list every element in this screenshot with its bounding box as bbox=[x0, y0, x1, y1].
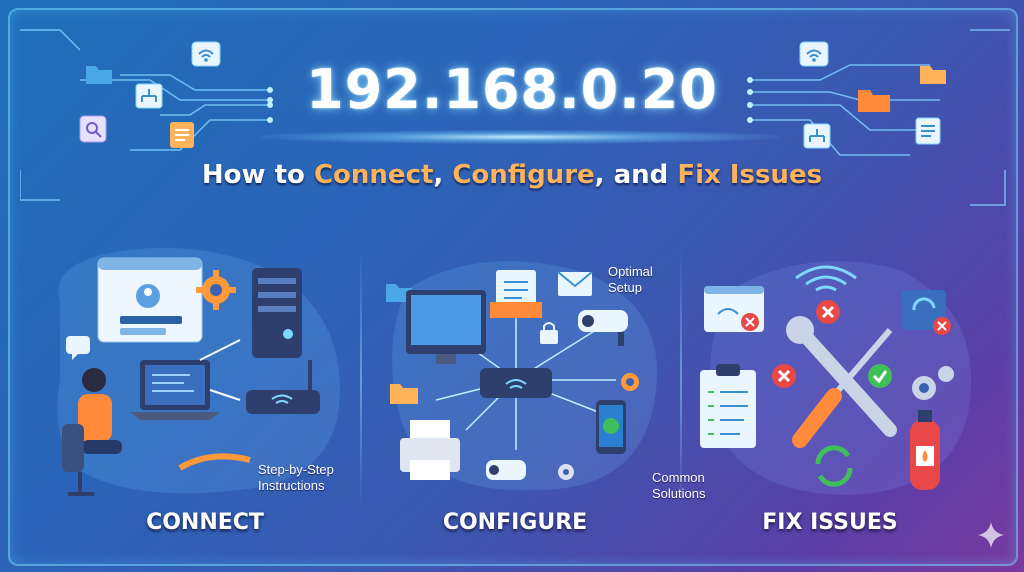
subtitle-text: , bbox=[433, 160, 453, 190]
circuit-left bbox=[20, 29, 273, 201]
configure-illustration bbox=[386, 261, 657, 491]
mail-icon bbox=[557, 271, 593, 296]
folder-icon bbox=[86, 66, 112, 84]
error-icon bbox=[816, 300, 840, 324]
title-glow bbox=[260, 130, 780, 144]
clipboard-icon bbox=[700, 364, 756, 448]
chat-icon bbox=[66, 336, 90, 360]
gear-icon bbox=[912, 366, 954, 400]
document-icon bbox=[170, 122, 194, 148]
connect-label: CONNECT bbox=[146, 510, 264, 535]
panel-divider bbox=[680, 250, 682, 510]
network-icon bbox=[135, 83, 163, 109]
check-icon bbox=[868, 364, 892, 388]
subtitle-fix: Fix Issues bbox=[677, 160, 823, 190]
person-icon bbox=[62, 368, 122, 496]
page-title: 192.168.0.20 bbox=[306, 58, 718, 121]
extinguisher-icon bbox=[910, 410, 940, 490]
gear-icon bbox=[196, 270, 236, 310]
wifi-icon bbox=[799, 41, 829, 67]
camera-icon bbox=[486, 460, 526, 480]
sparkle-icon bbox=[978, 522, 1004, 548]
refresh-window-icon bbox=[902, 290, 951, 335]
camera-icon bbox=[578, 310, 628, 346]
folder-icon bbox=[858, 90, 890, 112]
search-icon bbox=[79, 115, 107, 143]
connect-note: Step-by-Step Instructions bbox=[258, 462, 334, 493]
monitor-icon bbox=[406, 290, 486, 364]
gear-icon bbox=[621, 373, 639, 391]
router-icon bbox=[246, 360, 320, 414]
fix-illustration bbox=[700, 261, 972, 495]
page-subtitle: How to Connect, Configure, and Fix Issue… bbox=[0, 160, 1024, 190]
laptop-icon bbox=[130, 360, 220, 420]
connect-illustration bbox=[57, 247, 340, 496]
browser-window-icon bbox=[704, 286, 764, 332]
subtitle-text: How to bbox=[201, 160, 314, 190]
configure-note: Optimal Setup bbox=[608, 264, 653, 295]
configure-label: CONFIGURE bbox=[442, 510, 588, 535]
server-icon bbox=[252, 268, 302, 358]
subtitle-connect: Connect bbox=[313, 160, 434, 190]
document-icon bbox=[915, 117, 941, 145]
folder-icon bbox=[390, 384, 418, 404]
subtitle-text: , and bbox=[594, 160, 678, 190]
subtitle-configure: Configure bbox=[452, 160, 595, 190]
network-icon bbox=[803, 123, 831, 149]
browser-window-icon bbox=[97, 257, 203, 343]
wifi-icon bbox=[191, 41, 221, 67]
arrow-icon bbox=[178, 453, 251, 471]
error-icon bbox=[772, 364, 796, 388]
lock-icon bbox=[540, 322, 558, 344]
panel-divider bbox=[360, 250, 362, 510]
gear-icon bbox=[558, 464, 574, 480]
printer-icon bbox=[400, 420, 460, 480]
fix-label: FIX ISSUES bbox=[762, 510, 898, 535]
fix-note: Common Solutions bbox=[652, 470, 706, 501]
folder-icon bbox=[386, 284, 412, 302]
refresh-icon bbox=[815, 445, 853, 487]
outer-frame bbox=[8, 8, 1018, 566]
document-icon bbox=[490, 270, 542, 318]
wifi-icon bbox=[795, 265, 857, 292]
router-icon bbox=[480, 368, 552, 398]
folder-icon bbox=[920, 66, 946, 84]
phone-icon bbox=[596, 400, 626, 454]
circuit-right bbox=[747, 29, 1010, 206]
screwdriver-icon bbox=[792, 328, 893, 448]
